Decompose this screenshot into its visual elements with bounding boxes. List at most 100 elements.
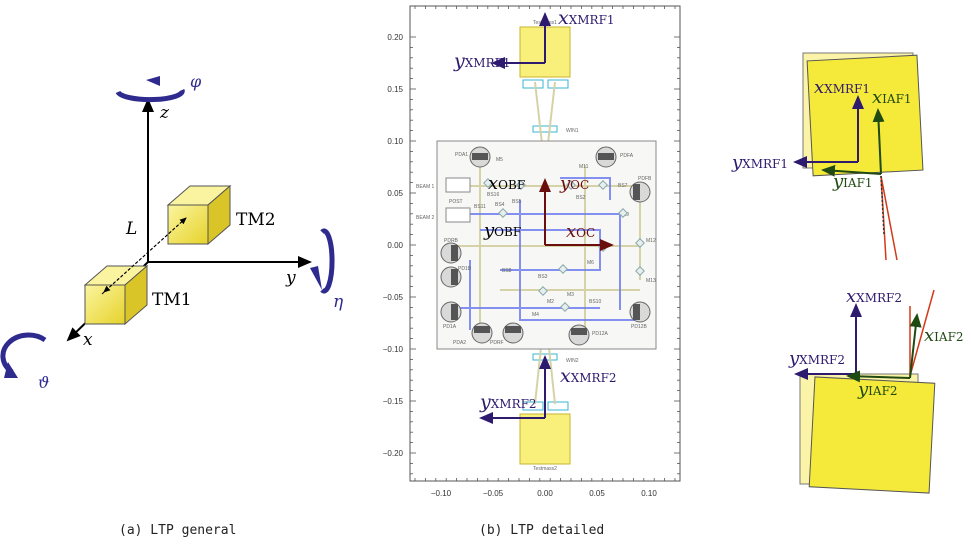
bs3-label: BS3 bbox=[538, 274, 548, 280]
minor-ticks bbox=[410, 6, 680, 481]
window-top-left bbox=[522, 79, 544, 89]
tm1-label: TM1 bbox=[152, 290, 192, 310]
win2-label: WIN2 bbox=[566, 358, 579, 364]
iaf1-frame bbox=[821, 108, 885, 177]
m2-label: M2 bbox=[547, 299, 554, 305]
pd12a-label: PD12A bbox=[592, 331, 609, 337]
x-oc-label: xOC bbox=[566, 221, 595, 242]
panel-c-tilt: xXMRF1 xIAF1 yXMRF1 yIAF1 xXMRF2 xIAF2 y… bbox=[731, 52, 964, 494]
bs7-label: BS7 bbox=[618, 183, 628, 189]
y-tick-labels: 0.20 0.15 0.10 0.05 0.00 −0.05 −0.10 −0.… bbox=[383, 33, 404, 458]
x-iaf2-label: xIAF2 bbox=[924, 325, 964, 346]
y-xmrf2-label: yXMRF2 bbox=[479, 391, 537, 413]
window-bottom-left bbox=[522, 401, 544, 411]
x-tick-labels: −0.10 −0.05 0.00 0.05 0.10 bbox=[431, 489, 657, 498]
eta-rotation-arrow bbox=[310, 228, 335, 294]
beam1-label: BEAM 1 bbox=[416, 184, 435, 190]
y-label: y bbox=[285, 268, 296, 288]
pdrf-label: PDRF bbox=[490, 340, 504, 346]
y-tick-label: 0.15 bbox=[387, 85, 403, 94]
window-top-right bbox=[547, 79, 569, 89]
y-oc-label: yOC bbox=[559, 173, 589, 194]
x-xmrf1-top-label: xXMRF1 bbox=[814, 77, 870, 98]
l-label: L bbox=[125, 219, 137, 239]
pd1a-label: PD1A bbox=[443, 324, 457, 330]
y-xmrf2-right-label: yXMRF2 bbox=[788, 348, 845, 369]
caption-a: (a) LTP general bbox=[119, 523, 236, 538]
iaf2-frame bbox=[846, 313, 922, 383]
pd-pd1b bbox=[440, 266, 462, 288]
y-obf-label: yOBF bbox=[483, 220, 521, 241]
x-xmrf2-right-label: xXMRF2 bbox=[846, 286, 902, 307]
pd-pd12a bbox=[568, 324, 590, 346]
pdfa-label: PDFA bbox=[620, 153, 634, 159]
xmrf1-top-frame bbox=[793, 95, 864, 168]
bs8-label: BS8 bbox=[502, 268, 512, 274]
bs4-label: BS4 bbox=[495, 202, 505, 208]
y-xmrf1-label: yXMRF1 bbox=[453, 50, 511, 72]
beam1-box bbox=[445, 177, 471, 193]
window-bottom-right bbox=[547, 401, 569, 411]
y-tick-label: 0.20 bbox=[387, 33, 403, 42]
pdrb-label: PDRB bbox=[444, 238, 459, 244]
post-label: POST bbox=[449, 199, 463, 205]
y-tick-label: −0.15 bbox=[383, 397, 404, 406]
tm2-tilted-square bbox=[808, 376, 936, 494]
win1 bbox=[532, 125, 558, 133]
y-tick-label: −0.05 bbox=[383, 293, 404, 302]
xmrf2-right-frame bbox=[794, 303, 862, 380]
testmass2-label: Testmass2 bbox=[533, 466, 557, 472]
y-tick-label: −0.10 bbox=[383, 345, 404, 354]
tm1-red-line bbox=[880, 175, 898, 261]
x-iaf1-label: xIAF1 bbox=[872, 87, 912, 108]
tm1-red-line-2 bbox=[880, 175, 887, 261]
x-tick-label: 0.10 bbox=[641, 489, 657, 498]
z-label: z bbox=[159, 103, 170, 123]
x-tick-label: −0.05 bbox=[483, 489, 504, 498]
pd-pda2 bbox=[471, 322, 493, 344]
y-iaf2-label: yIAF2 bbox=[857, 379, 898, 400]
tm2-red-line bbox=[909, 289, 935, 377]
pd12b-label: PD12B bbox=[631, 324, 648, 330]
tm1-cube bbox=[83, 264, 149, 326]
pd-pd12b bbox=[629, 301, 651, 323]
pdfb-label: PDFB bbox=[638, 176, 652, 182]
y-iaf1-label: yIAF1 bbox=[832, 171, 873, 192]
pda1-label: PDA1 bbox=[455, 152, 468, 158]
x-obf-label: xOBF bbox=[488, 173, 525, 194]
pd-pdfb bbox=[629, 181, 651, 203]
tm1-dashed-line bbox=[880, 175, 885, 236]
y-tick-label: 0.00 bbox=[387, 241, 403, 250]
component-labels: BS16 BS11 BS4 BS5 BS2 BS7 BS3 BS8 BS10 M… bbox=[474, 157, 656, 318]
bs11-label: BS11 bbox=[474, 204, 486, 210]
m6-label: M6 bbox=[587, 260, 594, 266]
m13-label: M13 bbox=[646, 278, 656, 284]
pd-pdrf bbox=[502, 322, 524, 344]
m5-label: M5 bbox=[496, 157, 503, 163]
phi-label: φ bbox=[190, 72, 202, 91]
obf-oc-frames bbox=[539, 178, 614, 251]
bs16-label: BS16 bbox=[487, 192, 499, 198]
x-xmrf1-label: xXMRF1 bbox=[558, 7, 615, 29]
pd1b-label: PD1B bbox=[458, 266, 472, 272]
panel-a-general: φ z L TM2 TM1 y η x ϑ (a) LTP general bbox=[0, 72, 344, 538]
beam2-label: BEAM 2 bbox=[416, 215, 435, 221]
pd-pd1a bbox=[440, 301, 462, 323]
bs5-label: BS5 bbox=[512, 199, 522, 205]
m3-label: M3 bbox=[567, 292, 574, 298]
y-xmrf1-top-label: yXMRF1 bbox=[731, 152, 788, 173]
photodiodes: PDA1 PDFA PDFB PDRB PD1B PD1A PDA2 PDRF … bbox=[440, 146, 652, 346]
x-tick-label: 0.00 bbox=[537, 489, 553, 498]
testmass2 bbox=[519, 413, 571, 465]
win1-label: WIN1 bbox=[566, 128, 579, 134]
m4-label: M4 bbox=[532, 312, 539, 318]
theta-rotation-arrow bbox=[0, 332, 47, 378]
panel-b-detailed: 0.20 0.15 0.10 0.05 0.00 −0.05 −0.10 −0.… bbox=[383, 5, 681, 538]
m11-label: M11 bbox=[579, 164, 589, 170]
bs2-label: BS2 bbox=[576, 195, 586, 201]
mirrors bbox=[483, 178, 645, 312]
tm1-tilted-square bbox=[806, 54, 924, 177]
tm2-cube bbox=[166, 184, 232, 246]
x-tick-label: −0.10 bbox=[431, 489, 452, 498]
